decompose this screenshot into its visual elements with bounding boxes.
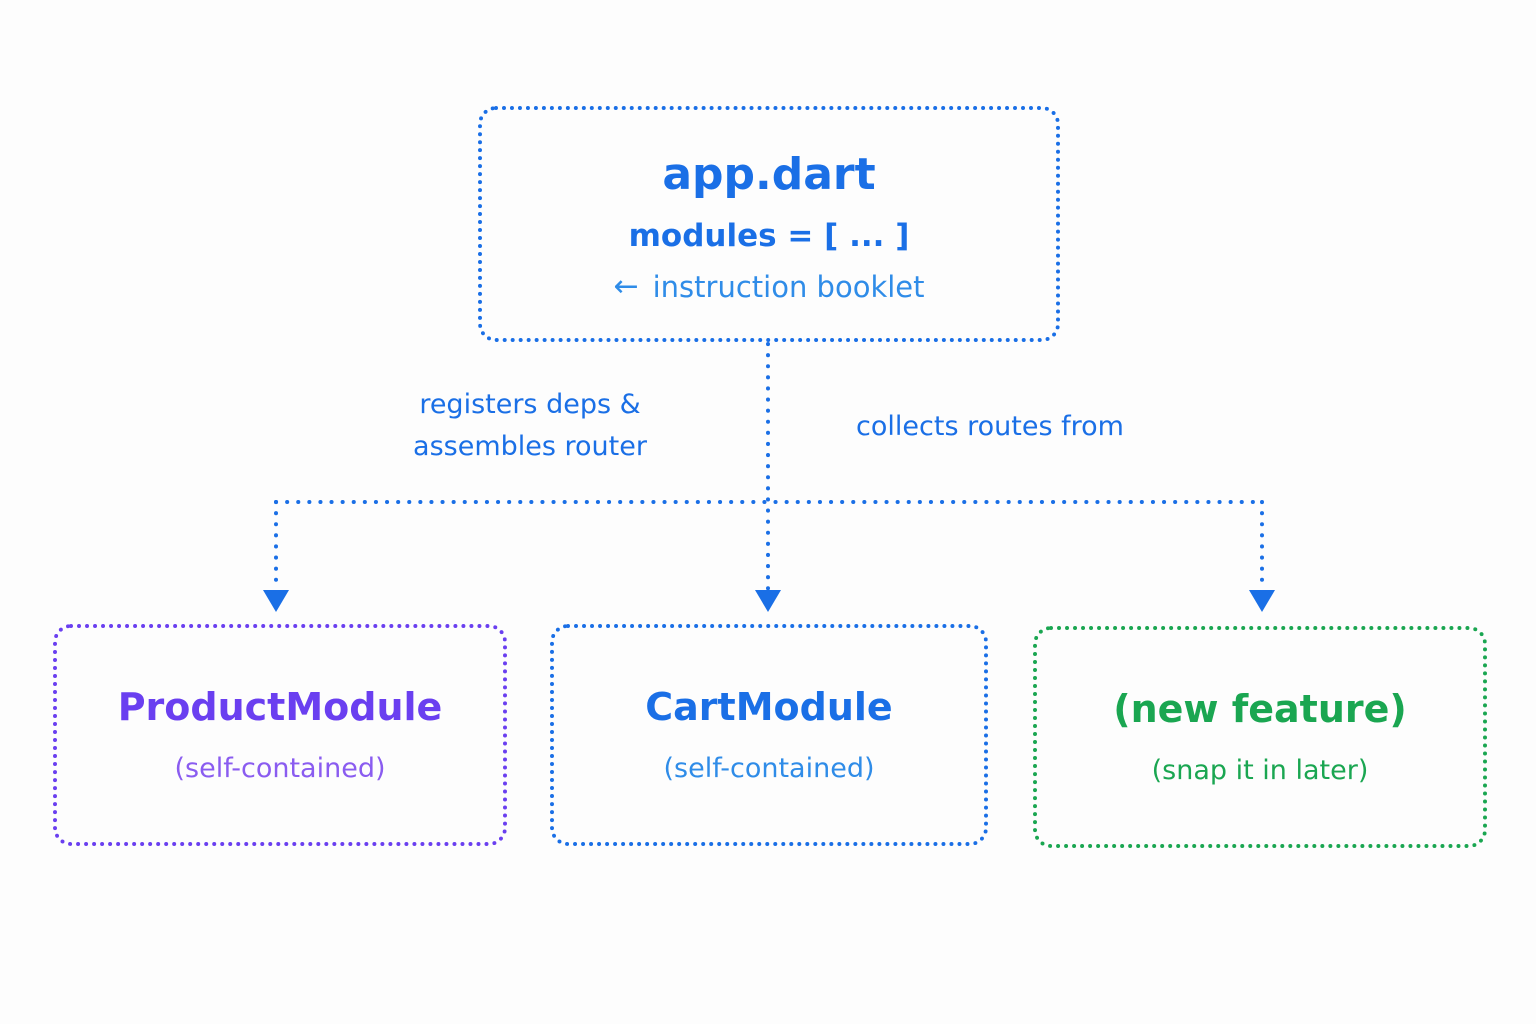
new-feature-subtitle: (snap it in later): [1151, 755, 1369, 786]
arrowhead-new: [1249, 590, 1275, 612]
instruction-note-text: instruction booklet: [652, 270, 925, 304]
product-module-title: ProductModule: [117, 685, 443, 729]
new-feature-node: (new feature) (snap it in later): [1033, 626, 1487, 848]
arrowhead-product: [263, 590, 289, 612]
cart-module-subtitle: (self-contained): [663, 753, 875, 784]
edge-label-registers-line1: registers deps &: [419, 389, 641, 420]
modules-code: modules = [ ... ]: [628, 218, 910, 254]
arrowhead-cart: [755, 590, 781, 612]
product-module-node: ProductModule (self-contained): [53, 624, 507, 846]
instruction-note: ← instruction booklet: [613, 269, 924, 305]
cart-module-title: CartModule: [645, 685, 893, 729]
left-arrow-icon: ←: [613, 269, 639, 304]
app-title: app.dart: [662, 149, 876, 200]
app-dart-node: app.dart modules = [ ... ] ← instruction…: [478, 106, 1060, 342]
product-module-subtitle: (self-contained): [174, 753, 386, 784]
edge-label-registers: registers deps & assembles router: [380, 384, 680, 468]
edge-label-registers-line2: assembles router: [413, 431, 647, 462]
edge-label-collects: collects routes from: [856, 411, 1124, 442]
new-feature-title: (new feature): [1113, 687, 1407, 731]
cart-module-node: CartModule (self-contained): [550, 624, 988, 846]
